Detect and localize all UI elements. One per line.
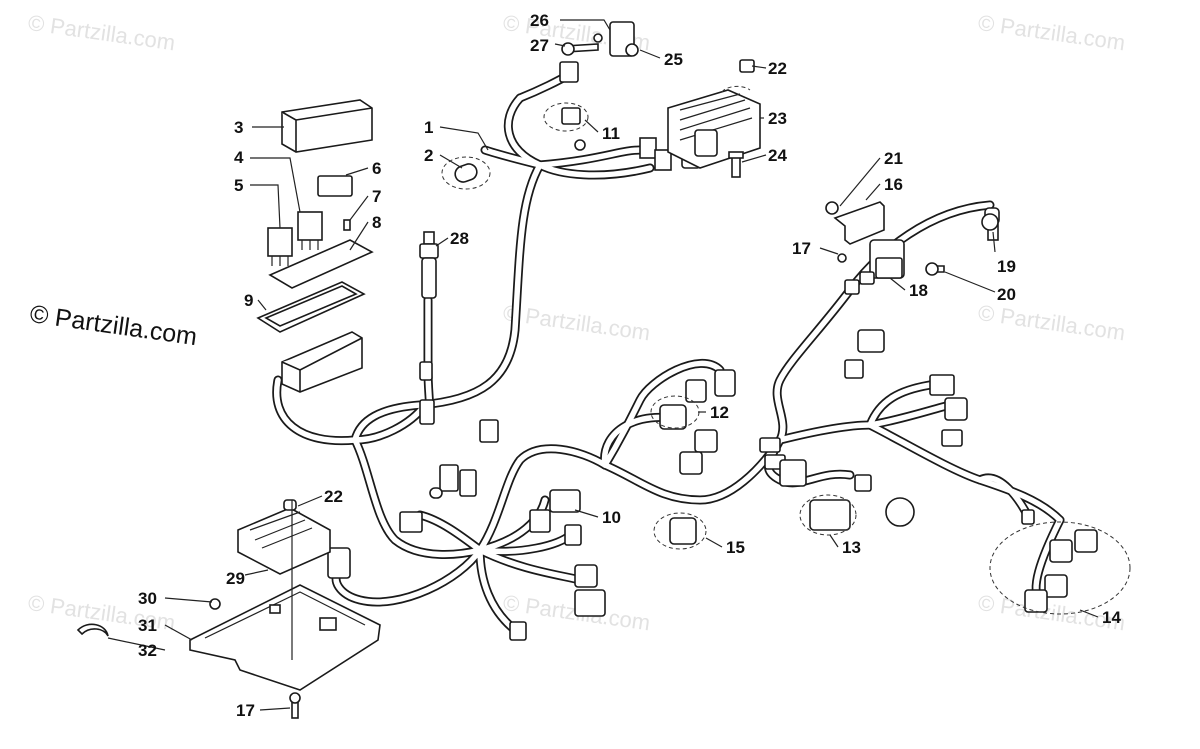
callout-5: 5 [234,176,243,195]
callout-6: 6 [372,159,381,178]
callout-labels: 1 2 3 4 5 6 7 8 9 10 11 12 13 14 15 16 1… [138,11,1121,720]
callout-29: 29 [226,569,245,588]
callout-31: 31 [138,616,157,635]
callout-7: 7 [372,187,381,206]
callout-11: 11 [602,124,620,143]
callout-23: 23 [768,109,787,128]
leader-lines [107,19,1099,711]
callout-27: 27 [530,36,549,55]
callout-3: 3 [234,118,243,137]
harness-connectors [327,61,1098,641]
callout-12: 12 [710,403,729,422]
callout-25: 25 [664,50,683,69]
callout-32: 32 [138,641,157,660]
callout-24: 24 [768,146,787,165]
callout-13: 13 [842,538,861,557]
callout-10: 10 [602,508,621,527]
callout-1: 1 [424,118,433,137]
callout-18: 18 [909,281,928,300]
callout-9: 9 [244,291,253,310]
callout-4: 4 [234,148,244,167]
callout-30: 30 [138,589,157,608]
callout-20: 20 [997,285,1016,304]
callout-2: 2 [424,146,433,165]
callout-26: 26 [530,11,549,30]
voltage-regulator [667,59,761,178]
fuse-box-assembly [256,99,374,393]
callout-19: 19 [997,257,1016,276]
ecu-and-tray [76,499,381,719]
callout-17: 17 [236,701,255,720]
callout-21: 21 [884,149,903,168]
wiring-harness [272,70,1065,635]
callout-15: 15 [726,538,745,557]
o2-sensor [419,231,439,299]
callout-22: 22 [324,487,343,506]
callout-8: 8 [372,213,381,232]
coil-bracket-assembly [825,201,999,285]
callout-17: 17 [792,239,811,258]
callout-22: 22 [768,59,787,78]
top-bracket [561,21,639,57]
callout-14: 14 [1102,608,1121,627]
callout-16: 16 [884,175,903,194]
callout-28: 28 [450,229,469,248]
